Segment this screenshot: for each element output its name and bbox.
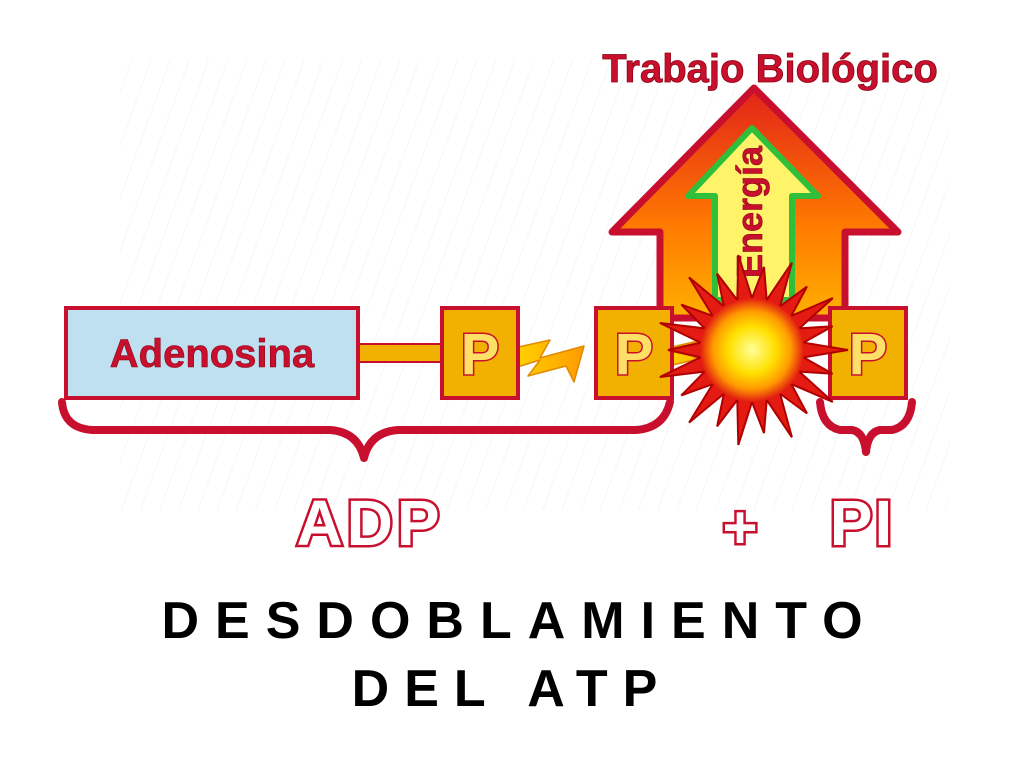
adp-brace (58, 398, 674, 462)
pi-brace (816, 398, 916, 456)
phosphate-1-label: P (461, 322, 500, 387)
energy-label: Energía (729, 145, 770, 278)
energy-burst (659, 254, 849, 446)
bond-connectors (355, 343, 449, 363)
phosphate-1: P (440, 306, 520, 400)
adenosine-box: Adenosina (64, 306, 360, 400)
phosphate-2: P (594, 306, 674, 400)
pi-label: PI (830, 487, 894, 559)
title-line-2: DEL ATP (351, 660, 673, 718)
phosphate-2-label: P (615, 322, 654, 387)
work-arrow: Energía (608, 84, 902, 322)
title-line-1: DESDOBLAMIENTO (161, 592, 879, 650)
bond-adenosine-p1 (355, 343, 449, 363)
burst-core (700, 298, 804, 402)
adp-label: ADP (296, 487, 443, 559)
adenosine-label: Adenosina (110, 332, 315, 376)
phosphate-3: P (828, 306, 908, 400)
lightning-bond-1 (513, 339, 585, 383)
header-label: Trabajo Biológico (602, 47, 938, 91)
phosphate-3-label: P (849, 322, 888, 387)
plus-sign: + (722, 494, 757, 561)
